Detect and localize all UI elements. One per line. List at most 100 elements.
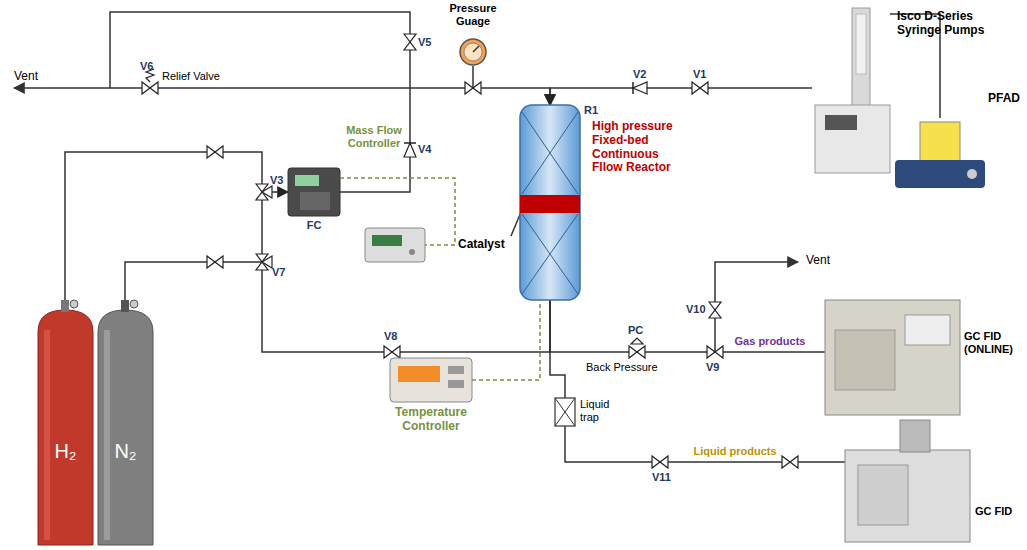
stirrer-symbol	[967, 169, 977, 179]
syringe-pump-symbol	[815, 8, 890, 173]
pipe-line	[565, 426, 845, 462]
reactor-vessel	[520, 105, 580, 300]
valve-label: V1	[693, 68, 706, 81]
gas-cylinder-symbol	[38, 300, 153, 545]
mass-flow-controller: Mass Flow ControllerFC	[288, 168, 340, 216]
valve-label: V3	[270, 174, 283, 187]
pressure-gauge-symbol	[473, 46, 479, 52]
syringe-pump: Isco D-Series Syringe Pumps	[812, 8, 890, 173]
stirrer-symbol	[895, 122, 985, 188]
valve-symbol	[631, 338, 643, 344]
valve-symbol	[404, 143, 416, 157]
gas-label: N₂	[98, 440, 153, 463]
gc-instrument-symbol	[845, 450, 970, 542]
gc-instrument-symbol	[835, 330, 895, 390]
valve-label: V8	[384, 330, 397, 343]
gas-cylinder-symbol	[121, 300, 129, 312]
gas-cylinder-symbol	[44, 330, 50, 540]
syringe-pump-symbol	[815, 105, 890, 173]
gas-cylinder-symbol	[38, 310, 93, 545]
valve-symbol	[709, 302, 721, 318]
valve-symbol	[384, 346, 400, 358]
pipe-line	[550, 88, 812, 105]
mass-flow-controller-symbol	[409, 249, 415, 255]
gas-cylinder: N₂	[98, 300, 153, 545]
vent-label: Vent	[14, 70, 38, 84]
mass-flow-controller-symbol	[288, 168, 455, 262]
valve-symbol	[404, 34, 416, 50]
syringe-pump-symbol	[825, 115, 857, 130]
feed-stirrer: PFAD	[895, 118, 985, 190]
mass-flow-controller-symbol	[295, 175, 319, 186]
valve-symbol	[692, 82, 708, 94]
device-label: Mass Flow Controller	[343, 124, 405, 149]
mass-flow-controller-symbol	[365, 228, 425, 262]
valve-label: V11	[652, 471, 671, 484]
valve-symbol	[707, 346, 723, 358]
gc-instrument-symbol	[825, 300, 960, 415]
stream-label: Gas products	[733, 335, 808, 348]
gas-cylinder-symbol	[70, 300, 78, 308]
gas-cylinder-symbol	[104, 330, 110, 540]
valve-symbol	[633, 82, 647, 94]
pressure-gauge: Pressure Guage	[459, 38, 487, 66]
gc-instrument-symbol	[825, 300, 970, 542]
valve-label: V5	[418, 36, 431, 49]
valve-symbol	[207, 256, 223, 268]
pressure-gauge-symbol	[460, 39, 486, 65]
valve-symbol	[256, 184, 272, 200]
stirrer-symbol	[895, 160, 985, 188]
feed-label: PFAD	[988, 92, 1024, 106]
valve-label: V6	[140, 60, 153, 73]
valve-label: V10	[686, 303, 706, 316]
pipe	[472, 66, 474, 88]
mass-flow-controller-symbol	[300, 192, 330, 210]
valve-label: V2	[633, 68, 646, 81]
pipe-line	[550, 300, 565, 398]
pipe	[14, 12, 798, 352]
gas-chromatograph: GC FID (ONLINE)	[825, 300, 960, 415]
gas-label: H₂	[38, 440, 93, 463]
temperature-controller-symbol	[390, 358, 472, 402]
stirrer-symbol	[920, 122, 960, 162]
pipe-line	[550, 300, 825, 352]
valve-symbol	[652, 456, 668, 468]
liquid-trap-symbol	[555, 398, 575, 426]
mass-flow-controller-symbol	[340, 178, 455, 245]
pipe	[14, 87, 142, 89]
mass-flow-controller-symbol	[288, 168, 340, 216]
device-label: Pressure Guage	[443, 2, 503, 27]
liquid-trap: Liquid trap	[555, 398, 575, 426]
relief-valve	[142, 82, 158, 94]
temperature-controller: Temperature Controller	[390, 358, 472, 402]
pressure-gauge-symbol	[460, 39, 486, 65]
syringe-pump-symbol	[852, 8, 870, 108]
tag-label: R1	[584, 104, 614, 117]
device-label: GC FID	[975, 505, 1021, 518]
tag-label: FC	[299, 219, 329, 232]
valve-symbol	[207, 146, 223, 158]
gc-instrument-symbol	[900, 420, 930, 452]
liquid-trap-symbol	[555, 398, 575, 426]
reactor-vessel	[520, 195, 580, 213]
temperature-controller-symbol	[448, 380, 464, 388]
pipe-line	[125, 262, 550, 352]
gas-cylinder-symbol	[61, 300, 69, 312]
vent-label: Vent	[806, 254, 830, 268]
pipe	[261, 192, 263, 262]
gas-chromatograph: GC FID	[845, 420, 970, 542]
gas-cylinder-symbol	[98, 310, 153, 545]
temperature-controller-symbol	[390, 358, 472, 402]
liquid-trap-symbol	[555, 398, 575, 426]
device-label: High pressure Fixed-bed Continuous Fllow…	[592, 120, 692, 175]
valve-label: PC	[628, 324, 643, 337]
part-label: Relief Valve	[162, 70, 220, 83]
valve-symbol	[629, 346, 645, 358]
device-label: Liquid trap	[580, 398, 622, 423]
pipe	[110, 12, 410, 88]
gas-cylinder-symbol	[130, 300, 138, 308]
gc-instrument-symbol	[858, 465, 908, 525]
pipe-line	[65, 152, 288, 300]
valve-label: V9	[706, 361, 719, 374]
